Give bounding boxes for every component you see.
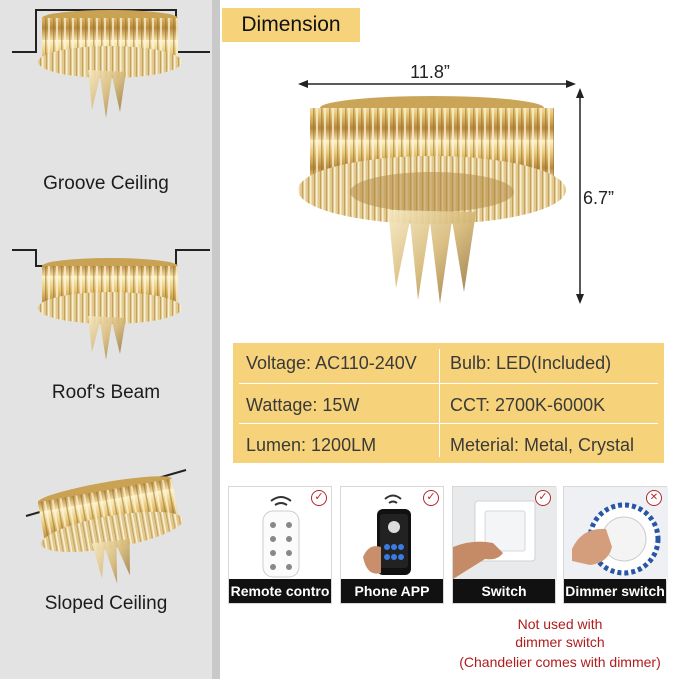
spec-divider-row1 xyxy=(239,383,658,384)
cross-icon: ✕ xyxy=(646,490,662,506)
spec-table: Voltage: AC110-240V Bulb: LED(Included) … xyxy=(233,343,664,463)
check-icon: ✓ xyxy=(423,490,439,506)
control-label-switch: Switch xyxy=(453,579,555,603)
notice-line-1: Not used with xyxy=(517,616,603,632)
spec-lumen: Lumen: 1200LM xyxy=(246,435,377,455)
remote-control-icon xyxy=(262,496,300,578)
notice-line-2: dimmer switch xyxy=(515,634,605,650)
spec-divider-row2 xyxy=(239,423,658,424)
check-icon: ✓ xyxy=(535,490,551,506)
spec-material: Meterial: Metal, Crystal xyxy=(450,435,635,455)
control-label-phone: Phone APP xyxy=(341,579,443,603)
spec-cct: CCT: 2700K-6000K xyxy=(450,395,606,415)
spec-voltage: Voltage: AC110-240V xyxy=(246,353,417,373)
dimension-tag: Dimension xyxy=(222,8,360,42)
dimension-title: Dimension xyxy=(241,13,341,36)
dimmer-switch-icon xyxy=(564,487,668,581)
control-card-phone: ✓ Phone APP xyxy=(340,486,444,604)
spec-bulb: Bulb: LED(Included) xyxy=(450,353,612,373)
groove-ceiling-illustration xyxy=(12,9,210,118)
control-card-switch: ✓ Switch xyxy=(452,486,557,604)
sloped-ceiling-illustration xyxy=(25,469,187,584)
control-label-dimmer: Dimmer switch xyxy=(564,579,666,603)
control-card-remote: ✓ Remote contro xyxy=(228,486,332,604)
check-icon: ✓ xyxy=(311,490,327,506)
mount-label-beam: Roof's Beam xyxy=(51,382,161,403)
wall-switch-icon xyxy=(453,487,557,581)
control-card-dimmer: ✕ Dimmer switch xyxy=(563,486,668,604)
mount-label-sloped: Sloped Ceiling xyxy=(44,593,168,614)
notice-line-3: (Chandelier comes with dimmer) xyxy=(459,654,661,670)
roofs-beam-illustration xyxy=(12,249,210,360)
phone-app-icon xyxy=(363,494,411,575)
dimension-width: 11.8” xyxy=(410,62,450,82)
panel-divider xyxy=(212,0,220,679)
spec-wattage: Wattage: 15W xyxy=(246,395,360,415)
product-dimension-illustration xyxy=(298,80,584,304)
spec-divider-vertical xyxy=(439,349,440,457)
control-label-remote: Remote contro xyxy=(229,579,331,603)
mount-label-groove: Groove Ceiling xyxy=(43,173,169,194)
dimension-height: 6.7” xyxy=(583,188,615,208)
